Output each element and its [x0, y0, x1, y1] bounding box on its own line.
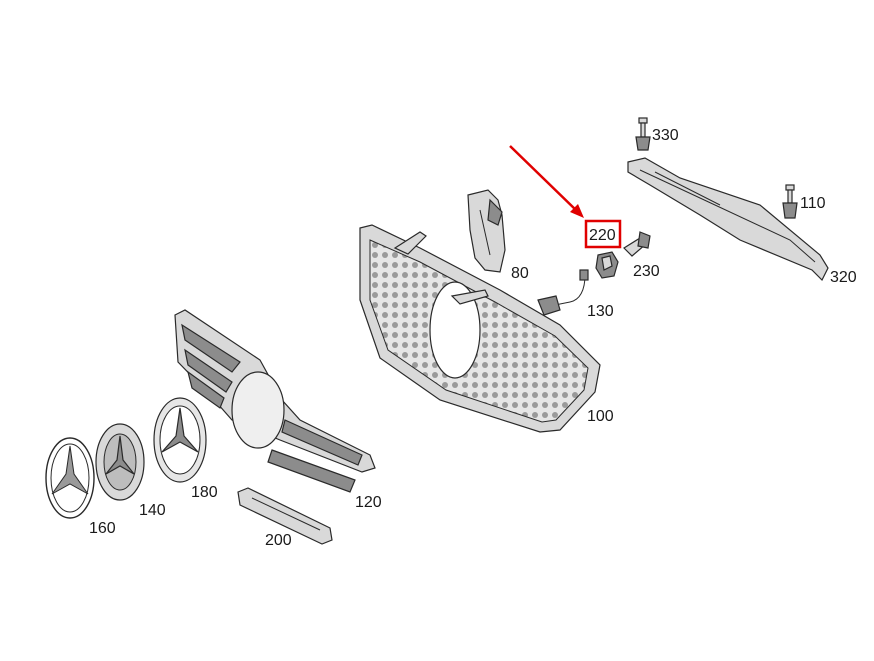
part-80-bracket[interactable]	[467, 189, 506, 273]
label-330: 330	[652, 127, 679, 144]
label-200: 200	[265, 532, 292, 549]
label-120: 120	[355, 494, 382, 511]
part-330-bolt[interactable]	[635, 117, 651, 151]
label-160: 160	[89, 520, 116, 537]
highlight-box	[584, 219, 622, 249]
part-160-star[interactable]	[45, 437, 95, 519]
label-180: 180	[191, 484, 218, 501]
label-100: 100	[587, 408, 614, 425]
part-130-harness[interactable]	[537, 269, 589, 316]
part-320-bracket[interactable]	[627, 157, 829, 282]
part-120-front-grille[interactable]	[174, 309, 376, 493]
part-220-sensor[interactable]	[595, 251, 619, 279]
part-230-screw[interactable]	[623, 231, 651, 257]
label-320: 320	[830, 269, 857, 286]
part-100-grille[interactable]	[359, 224, 601, 433]
part-110-bolt[interactable]	[782, 184, 798, 219]
label-230: 230	[633, 263, 660, 280]
label-140: 140	[139, 502, 166, 519]
label-80: 80	[511, 265, 529, 282]
label-130: 130	[587, 303, 614, 320]
part-200-trim[interactable]	[237, 487, 333, 545]
part-180-emblem[interactable]	[153, 397, 207, 483]
part-140-carrier[interactable]	[95, 423, 145, 501]
label-220: 220	[589, 227, 616, 244]
highlight-arrow	[509, 145, 584, 218]
label-110: 110	[800, 195, 826, 212]
